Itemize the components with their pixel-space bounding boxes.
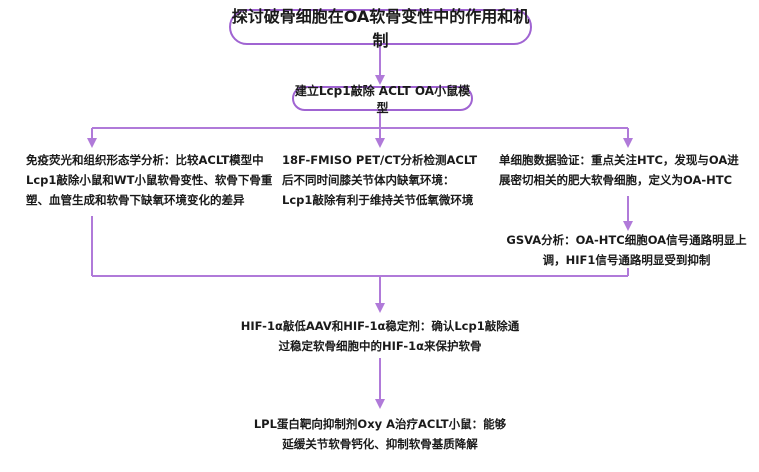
model-node: 建立Lcp1敲除 ACLT OA小鼠模型 [292, 84, 473, 115]
branch-right-text: 单细胞数据验证：重点关注HTC，发现与OA进展密切相关的肥大软骨细胞，定义为OA… [499, 153, 739, 187]
branch-middle-text: 18F-FMISO PET/CT分析检测ACLT后不同时间膝关节体内缺氧环境：L… [282, 153, 478, 207]
step4-text: LPL蛋白靶向抑制剂Oxy A治疗ACLT小鼠：能够延缓关节软骨钙化、抑制软骨基… [253, 417, 507, 451]
step3-text: HIF-1α敲低AAV和HIF-1α稳定剂：确认Lcp1敲除通过稳定软骨细胞中的… [240, 319, 520, 353]
branch-right-sub-text: GSVA分析：OA-HTC细胞OA信号通路明显上调，HIF1信号通路明显受到抑制 [506, 233, 747, 267]
title-node: 探讨破骨细胞在OA软骨变性中的作用和机制 [229, 7, 532, 50]
branch-left-text: 免疫荧光和组织形态学分析：比较ACLT模型中Lcp1敲除小鼠和WT小鼠软骨变性、… [26, 153, 273, 207]
